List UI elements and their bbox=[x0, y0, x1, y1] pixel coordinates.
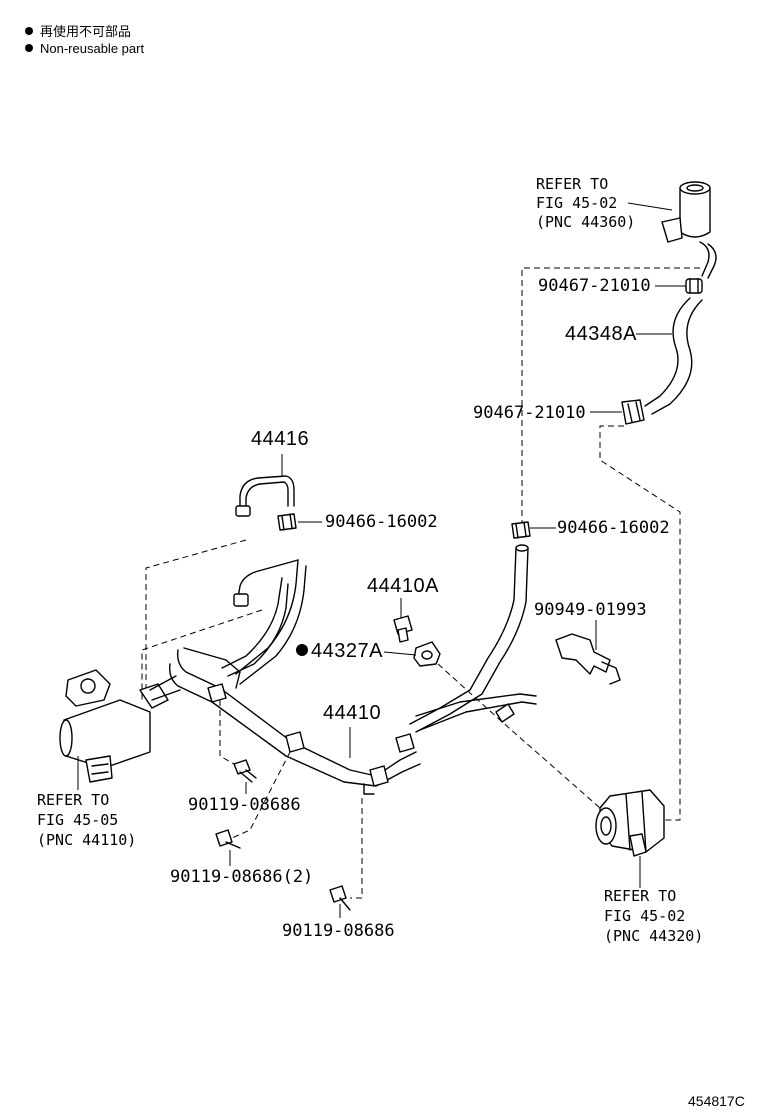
label-gasket: 44327A bbox=[311, 640, 383, 662]
label-bolt-2: 90119-08686(2) bbox=[170, 867, 313, 887]
label-hose-return: 44348A bbox=[565, 323, 637, 345]
ref-pump-line3: (PNC 44320) bbox=[604, 927, 703, 945]
label-clip-upper: 90467-21010 bbox=[538, 276, 651, 296]
pressure-tube-44416[interactable] bbox=[235, 475, 295, 517]
pressure-hose[interactable] bbox=[409, 544, 537, 733]
label-clamp-left: 90466-16002 bbox=[325, 512, 438, 532]
label-clamp-right: 90466-16002 bbox=[557, 518, 670, 538]
union-bolt[interactable] bbox=[393, 615, 413, 643]
ref-pump-line1: REFER TO bbox=[604, 887, 676, 905]
label-union-bolt: 44410A bbox=[367, 575, 439, 597]
bolt-3[interactable] bbox=[329, 885, 351, 911]
legend-en: Non-reusable part bbox=[40, 41, 144, 56]
power-steering-pump[interactable] bbox=[595, 789, 665, 857]
legend-jp: 再使用不可部品 bbox=[40, 24, 131, 39]
non-reusable-marker-icon bbox=[296, 644, 308, 656]
label-bolt-1: 90119-08686 bbox=[188, 795, 301, 815]
label-bolt-3: 90119-08686 bbox=[282, 921, 395, 941]
label-tube-44416: 44416 bbox=[251, 428, 309, 450]
hose-clip-lower[interactable] bbox=[621, 399, 645, 425]
label-bracket-clamp: 90949-01993 bbox=[534, 600, 647, 620]
label-clip-lower: 90467-21010 bbox=[473, 403, 586, 423]
steering-gear[interactable] bbox=[59, 669, 181, 783]
bolt-1[interactable] bbox=[233, 759, 257, 783]
pressure-tube-44410[interactable] bbox=[168, 559, 421, 795]
ref-gear-line3: (PNC 44110) bbox=[37, 831, 136, 849]
label-tube-44410: 44410 bbox=[323, 702, 381, 724]
ref-pump-line2: FIG 45-02 bbox=[604, 907, 685, 925]
reservoir[interactable] bbox=[661, 181, 717, 279]
hose-clamp-right[interactable] bbox=[511, 521, 531, 539]
figure-code: 454817C bbox=[688, 1093, 745, 1109]
return-hose[interactable] bbox=[644, 297, 703, 415]
bolt-2[interactable] bbox=[215, 829, 241, 849]
gasket[interactable] bbox=[413, 641, 441, 667]
hose-clip-upper[interactable] bbox=[685, 278, 703, 294]
non-reusable-bullet-icon bbox=[25, 27, 33, 35]
ref-reservoir-line3: (PNC 44360) bbox=[536, 213, 635, 231]
hose-clamp-left[interactable] bbox=[277, 513, 297, 531]
ref-reservoir-line1: REFER TO bbox=[536, 175, 608, 193]
non-reusable-bullet-icon bbox=[25, 44, 33, 52]
ref-gear-line2: FIG 45-05 bbox=[37, 811, 118, 829]
ref-reservoir-line2: FIG 45-02 bbox=[536, 194, 617, 212]
bracket-clamp[interactable] bbox=[555, 633, 621, 685]
legend: 再使用不可部品 Non-reusable part bbox=[25, 24, 144, 56]
ref-gear-line1: REFER TO bbox=[37, 791, 109, 809]
